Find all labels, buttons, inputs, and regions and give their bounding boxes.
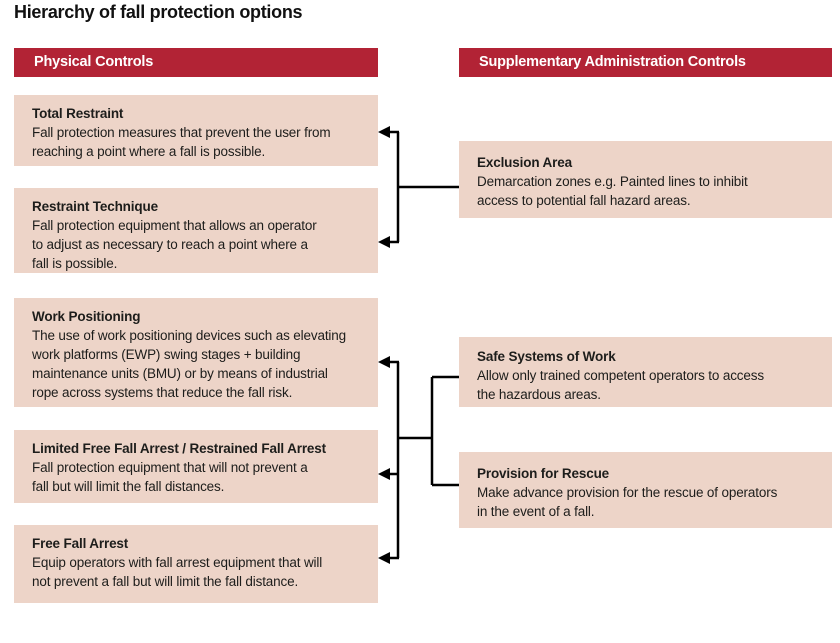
box-title: Free Fall Arrest bbox=[32, 536, 129, 551]
arrow-left-icon bbox=[378, 468, 390, 480]
supplementary-admin-controls-header: Supplementary Administration Controls bbox=[459, 48, 832, 77]
arrow-left-icon bbox=[378, 356, 390, 368]
box-title: Limited Free Fall Arrest / Restrained Fa… bbox=[32, 441, 326, 456]
box-provision-for-rescue: Provision for Rescue Make advance provis… bbox=[459, 452, 832, 528]
box-title: Provision for Rescue bbox=[477, 466, 610, 481]
box-free-fall-arrest: Free Fall Arrest Equip operators with fa… bbox=[14, 525, 378, 603]
box-body: Allow only trained competent operators t… bbox=[477, 368, 764, 402]
box-body: Fall protection measures that prevent th… bbox=[32, 125, 331, 159]
box-limited-free-fall-arrest: Limited Free Fall Arrest / Restrained Fa… bbox=[14, 430, 378, 503]
box-body: Make advance provision for the rescue of… bbox=[477, 485, 778, 519]
box-title: Safe Systems of Work bbox=[477, 349, 616, 364]
physical-controls-header: Physical Controls bbox=[14, 48, 378, 77]
box-title: Total Restraint bbox=[32, 106, 124, 121]
box-work-positioning: Work Positioning The use of work positio… bbox=[14, 298, 378, 407]
box-exclusion-area: Exclusion Area Demarcation zones e.g. Pa… bbox=[459, 141, 832, 218]
arrow-left-icon bbox=[378, 126, 390, 138]
box-safe-systems-of-work: Safe Systems of Work Allow only trained … bbox=[459, 337, 832, 407]
page-title: Hierarchy of fall protection options bbox=[14, 2, 303, 22]
box-title: Restraint Technique bbox=[32, 199, 158, 214]
box-restraint-technique: Restraint Technique Fall protection equi… bbox=[14, 188, 378, 273]
box-title: Exclusion Area bbox=[477, 155, 572, 170]
arrow-left-icon bbox=[378, 236, 390, 248]
arrow-left-icon bbox=[378, 552, 390, 564]
box-body: Fall protection equipment that allows an… bbox=[32, 218, 317, 271]
box-body: Equip operators with fall arrest equipme… bbox=[32, 555, 323, 589]
box-body: Demarcation zones e.g. Painted lines to … bbox=[477, 174, 748, 208]
box-total-restraint: Total Restraint Fall protection measures… bbox=[14, 95, 378, 166]
box-body: The use of work positioning devices such… bbox=[32, 328, 346, 400]
box-title: Work Positioning bbox=[32, 309, 141, 324]
box-body: Fall protection equipment that will not … bbox=[32, 460, 308, 494]
